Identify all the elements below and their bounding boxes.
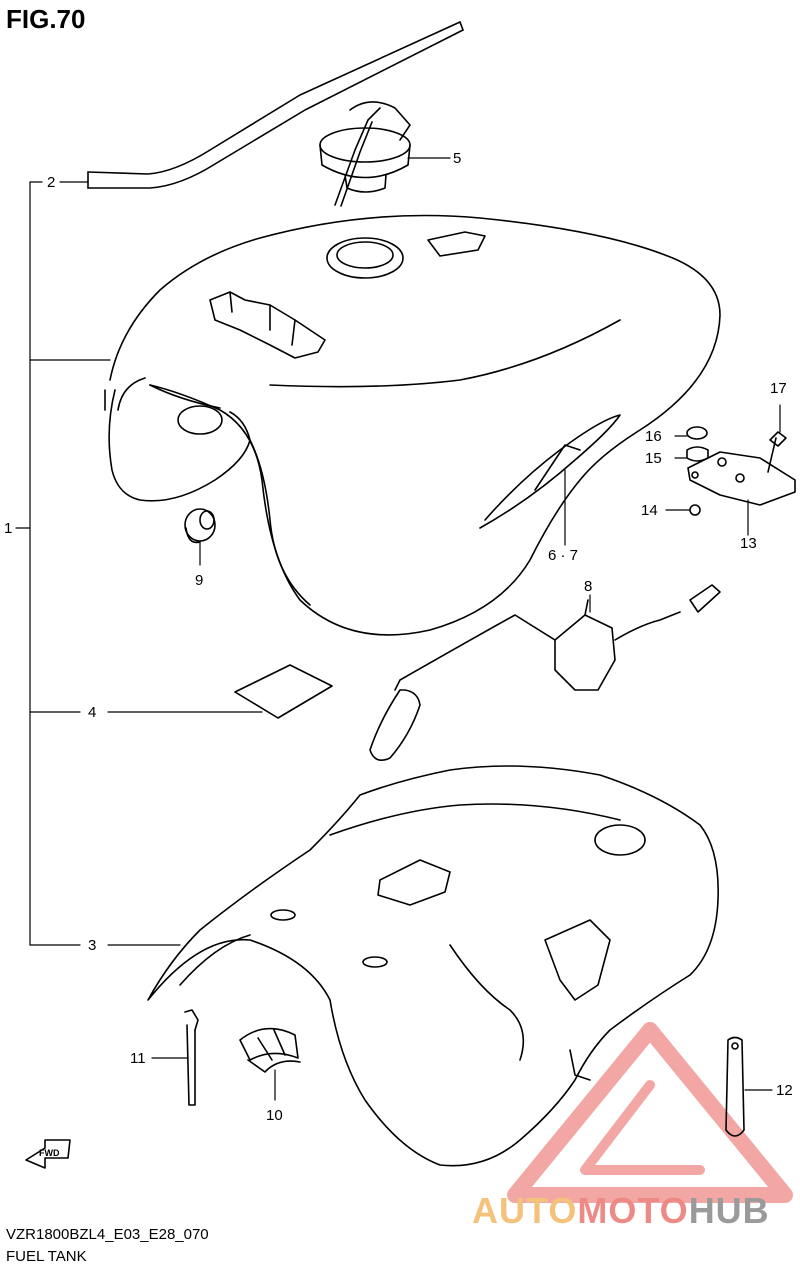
figure-name: FUEL TANK [6, 1248, 87, 1265]
callout-2: 2 [47, 174, 55, 191]
callout-8: 8 [584, 578, 592, 595]
watermark-triangle-icon [507, 1022, 793, 1203]
watermark-part-hub: HUB [688, 1190, 770, 1231]
fwd-arrow-icon: FWD [25, 1139, 71, 1169]
callout-6-7: 6 · 7 [548, 547, 578, 564]
part-11-cable-tie [151, 1009, 199, 1106]
callout-10: 10 [266, 1107, 283, 1124]
part-2-trim-strip [59, 21, 464, 189]
callout-13: 13 [740, 535, 757, 552]
watermark-logo-text: AUTOMOTOHUB [472, 1190, 770, 1232]
part-3-tank-cover [107, 765, 719, 1167]
part-14-bolt [665, 504, 701, 516]
callout-16: 16 [645, 428, 662, 445]
callout-14: 14 [641, 502, 658, 519]
figure-title: FIG.70 [6, 4, 86, 34]
watermark-part-auto: AUTO [472, 1190, 578, 1231]
part-8-fuel-level-sender [369, 584, 721, 761]
callout-1: 1 [4, 520, 12, 537]
callout-12: 12 [776, 1082, 793, 1099]
figure-code: VZR1800BZL4_E03_E28_070 [6, 1226, 209, 1243]
part-13-bracket [687, 451, 796, 536]
watermark-part-moto: MOTO [577, 1190, 689, 1231]
part-10-clamp [239, 1027, 301, 1101]
callout-17: 17 [770, 380, 787, 397]
part-4-pad [107, 664, 333, 719]
part-9-grommet [184, 508, 216, 566]
part-1-fuel-tank [104, 214, 721, 636]
callout-5: 5 [453, 150, 461, 167]
part-17-bolt [767, 404, 787, 473]
callout-3: 3 [88, 937, 96, 954]
bracket-leader-1 [15, 181, 111, 946]
callout-15: 15 [645, 450, 662, 467]
callout-11: 11 [130, 1050, 146, 1067]
part-15-cushion [674, 446, 709, 462]
callout-9: 9 [195, 572, 203, 589]
part-12-strap [725, 1036, 773, 1137]
callout-4: 4 [88, 704, 96, 721]
part-16-cushion [674, 426, 708, 440]
part-5-fuel-cap [319, 101, 451, 207]
fwd-label: FWD [39, 1148, 60, 1158]
